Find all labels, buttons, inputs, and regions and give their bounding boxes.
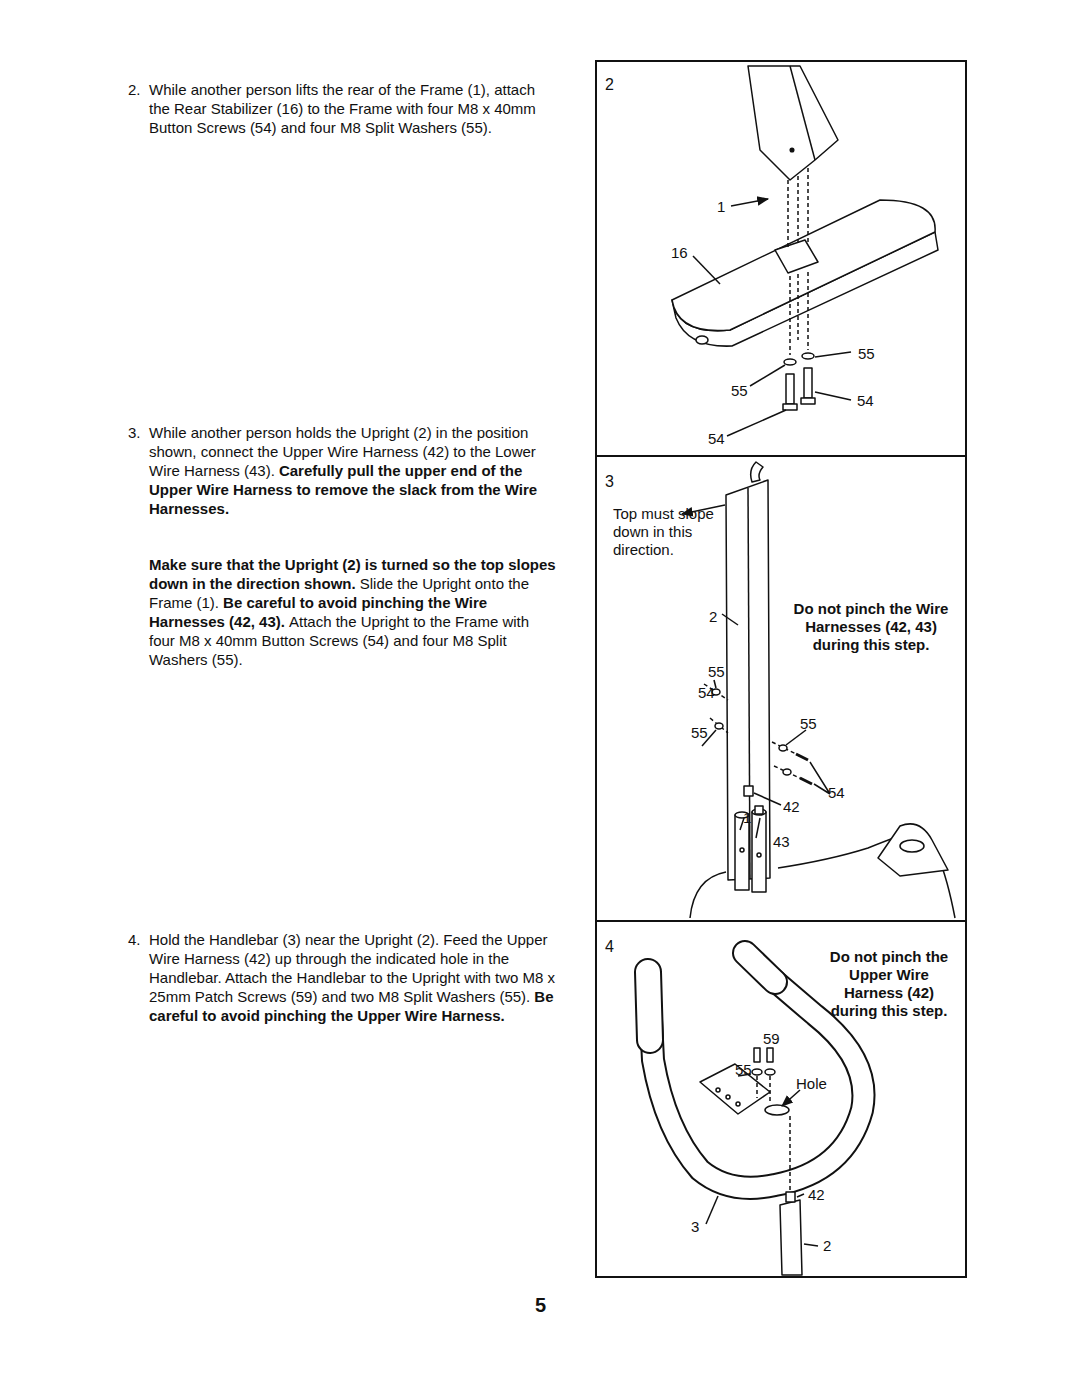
callout-number: 55 [731, 382, 748, 400]
callout-number: 54 [857, 392, 874, 410]
step-panel: 4 Do not pinch the Upper Wire Harness (42… [595, 920, 967, 1278]
callout-number: 54 [828, 784, 845, 802]
frame-post [748, 66, 838, 180]
alignment-lines [788, 168, 808, 355]
handlebar-screws [752, 1048, 790, 1192]
instruction-paragraph: Make sure that the Upright (2) is turned… [149, 555, 559, 669]
leader-lines [706, 1074, 818, 1246]
leader-lines [693, 199, 851, 436]
callout-number: 1 [717, 198, 725, 216]
callout-number: 3 [691, 1218, 699, 1236]
step-number: 3. [128, 423, 141, 442]
callout-number: 1 [743, 809, 751, 827]
callout-number: 54 [708, 430, 725, 448]
instruction-paragraph: While another person lifts the rear of t… [149, 80, 559, 137]
step-panel: 3Top must slope down in this direction. 2… [595, 455, 967, 922]
step-number: 2. [128, 80, 141, 99]
callout-number: 55 [858, 345, 875, 363]
rear-stabilizer [672, 200, 938, 346]
upright-top [780, 1192, 802, 1275]
instruction-text: While another person lifts the rear of t… [149, 81, 536, 136]
frame-base [690, 786, 955, 918]
step-number: 4. [128, 930, 141, 949]
callout-number: 55 [708, 663, 725, 681]
callout-number: 55 [800, 715, 817, 733]
callout-number: Hole [796, 1075, 827, 1093]
callout-number: 2 [823, 1237, 831, 1255]
caution-note: Do not pinch the Upper Wire Harness (42)… [825, 948, 953, 1020]
page-number: 5 [535, 1296, 546, 1315]
callout-number: 42 [808, 1186, 825, 1204]
handlebar [648, 953, 863, 1188]
callout-number: 2 [709, 608, 717, 626]
step-number: 2 [605, 76, 614, 94]
callout-number: 16 [671, 244, 688, 262]
leader-lines [682, 505, 830, 838]
caution-note: Do not pinch the Wire Harnesses (42, 43)… [793, 600, 949, 654]
instruction-paragraph: While another person holds the Upright (… [149, 423, 559, 518]
screws [783, 353, 815, 410]
callout-number: 55 [691, 724, 708, 742]
instruction-paragraph: Hold the Handlebar (3) near the Upright … [149, 930, 559, 1025]
instruction-text: Hold the Handlebar (3) near the Upright … [149, 931, 555, 1005]
step-panel: 2 1 16 55 55 54 54 [595, 60, 967, 457]
callout-number: 54 [698, 684, 715, 702]
callout-number: 42 [783, 798, 800, 816]
upright-screws [704, 684, 812, 784]
callout-number: 43 [773, 833, 790, 851]
note-text: Top must slope down in this direction. [613, 505, 725, 559]
step-number: 4 [605, 938, 614, 956]
callout-number: 55 [735, 1061, 752, 1079]
callout-number: 59 [763, 1030, 780, 1048]
step-number: 3 [605, 473, 614, 491]
